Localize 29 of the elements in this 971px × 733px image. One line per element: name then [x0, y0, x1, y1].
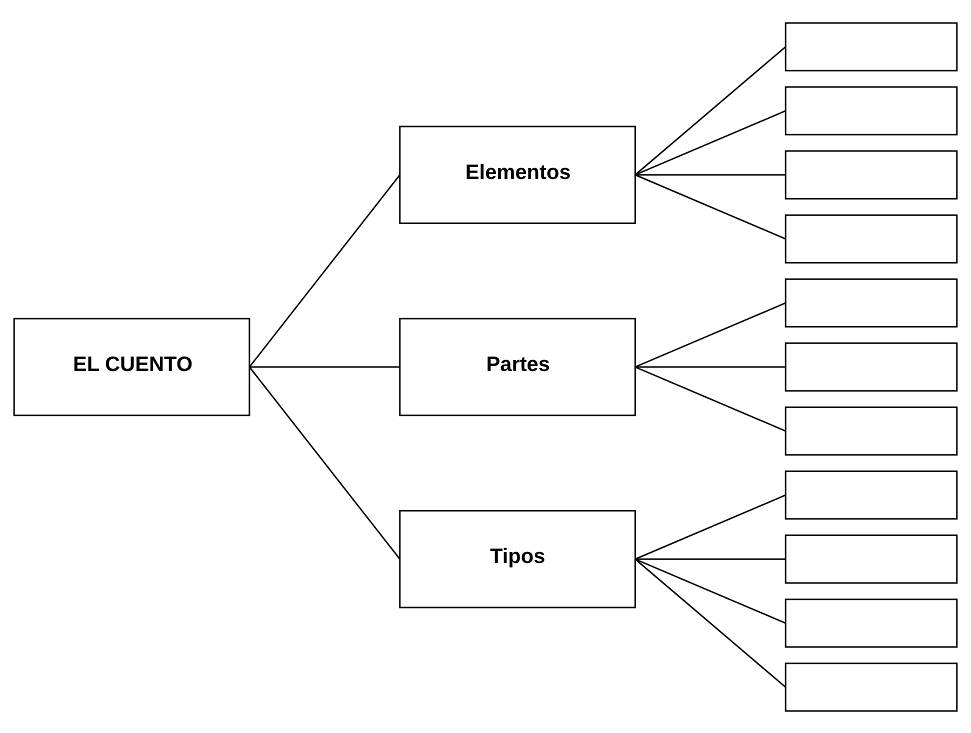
node-box: [784, 598, 958, 648]
node-box: [784, 86, 958, 135]
node-box: [784, 214, 958, 263]
node-box: [784, 22, 958, 71]
node-box: [784, 470, 958, 520]
node-box: EL CUENTO: [13, 317, 250, 416]
node-box: [784, 342, 958, 392]
connector: [634, 558, 786, 688]
node-box: Elementos: [399, 125, 636, 224]
connector: [634, 558, 786, 624]
connector: [635, 558, 786, 560]
connector: [634, 174, 786, 240]
node-box: Tipos: [399, 509, 636, 608]
connector: [248, 366, 400, 560]
connector: [634, 494, 786, 560]
node-box: [784, 406, 958, 456]
connector: [635, 174, 786, 176]
node-box: [784, 278, 958, 328]
connector: [249, 366, 400, 368]
connector: [634, 110, 786, 176]
node-box: [784, 534, 958, 584]
connector: [634, 46, 786, 175]
connector: [634, 302, 786, 368]
connector: [248, 174, 400, 367]
node-box: Partes: [399, 317, 636, 416]
connector: [635, 366, 786, 368]
connector: [634, 366, 786, 432]
node-box: [784, 662, 958, 712]
node-box: [784, 150, 958, 199]
